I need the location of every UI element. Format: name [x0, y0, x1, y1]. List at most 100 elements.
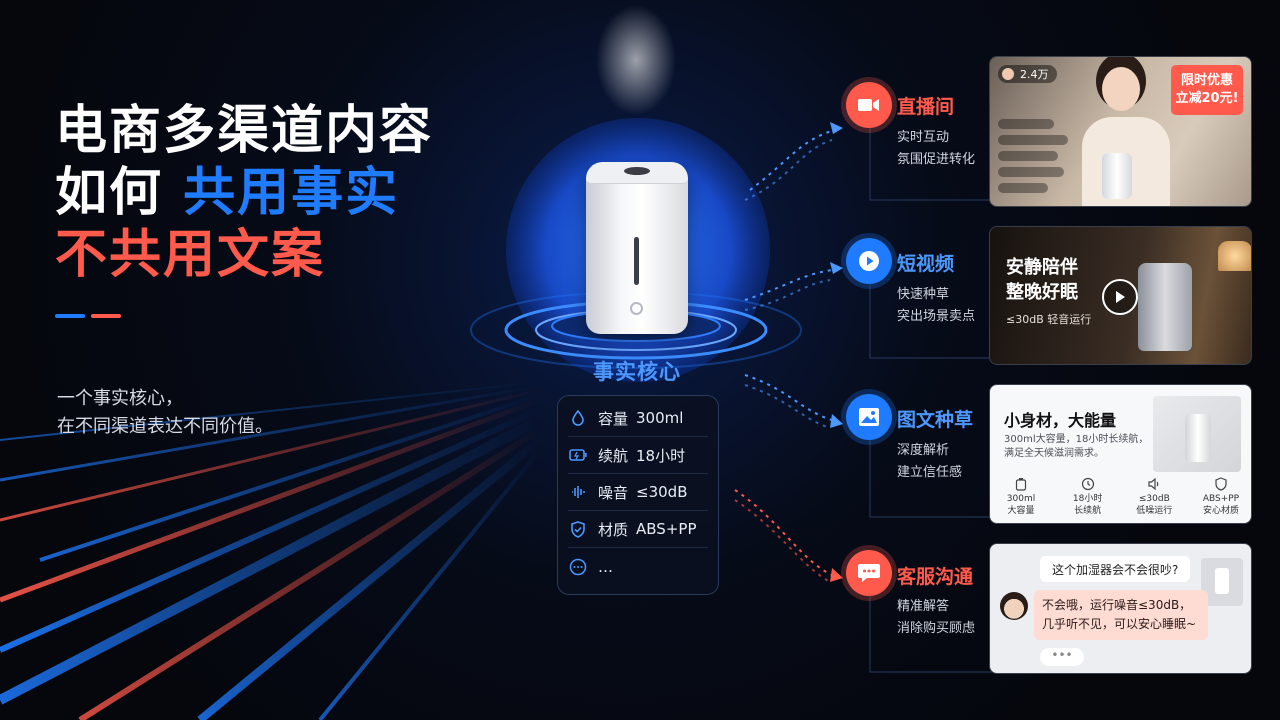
core-value: 300ml [636, 409, 684, 427]
feature-list: 300ml 大容量 18小时 长续航 ≤30dB 低噪运行 ABS+PP 安心材… [996, 477, 1246, 517]
typing-indicator: ••• [1040, 648, 1084, 666]
promo-line1: 限时优惠 [1180, 73, 1233, 88]
graphic-title: 小身材，大能量 [1004, 411, 1117, 430]
play-button[interactable] [1102, 279, 1138, 315]
mini-humidifier [1102, 153, 1132, 199]
headline-divider [55, 314, 433, 318]
water-drop-icon [568, 410, 588, 426]
agent-answer: 不会哦，运行噪音≤30dB，几乎听不见，可以安心睡眠~ [1034, 590, 1208, 640]
play-triangle-icon [1116, 291, 1125, 303]
feature-item: ABS+PP 安心材质 [1196, 477, 1246, 517]
channel-short-desc2: 突出场景卖点 [897, 309, 976, 324]
connector-arrowheads [830, 122, 843, 582]
humidifier-image [1138, 263, 1192, 351]
chat-message [998, 183, 1048, 193]
subtitle: 一个事实核心， 在不同渠道表达不同价值。 [57, 385, 273, 441]
power-button [630, 302, 643, 315]
channel-short-title: 短视频 [897, 253, 955, 275]
chat-bubble-icon [846, 550, 892, 596]
play-icon [846, 238, 892, 284]
core-key: 续航 [598, 446, 629, 465]
graphic-desc: 300ml大容量，18小时长续航， 满足全天候滋润需求。 [1004, 433, 1148, 461]
core-key: 噪音 [598, 483, 629, 502]
chat-message [998, 167, 1064, 177]
capacity-icon [996, 477, 1046, 491]
graphic-post-card: 小身材，大能量 300ml大容量，18小时长续航， 满足全天候滋润需求。 300… [989, 384, 1252, 524]
core-facts-card: 容量 300ml 续航 18小时 噪音 ≤30dB 材质 ABS+PP [557, 395, 719, 595]
channel-short-desc1: 快速种草 [897, 287, 950, 302]
channel-service-title: 客服沟通 [897, 566, 974, 588]
core-row-noise: 噪音 ≤30dB [568, 474, 708, 511]
speaker-icon [1129, 477, 1179, 491]
headline-line3: 不共用文案 [55, 225, 326, 285]
avatar [1002, 68, 1014, 80]
core-value: ABS+PP [636, 520, 697, 538]
clock-icon [1063, 477, 1113, 491]
battery-icon [568, 449, 588, 461]
viewer-count-text: 2.4万 [1020, 68, 1049, 81]
short-video-card: 安静陪伴 整晚好眠 ≤30dB 轻音运行 [989, 226, 1252, 365]
promo-badge: 限时优惠 立减20元! [1171, 65, 1243, 115]
product-photo-humidifier [1185, 414, 1211, 462]
feature-item: 300ml 大容量 [996, 477, 1046, 517]
core-label: 事实核心 [593, 360, 681, 384]
more-icon [568, 558, 588, 576]
feature-bottom: 大容量 [1007, 506, 1035, 516]
graphic-desc1: 300ml大容量，18小时长续航， [1004, 434, 1149, 445]
feature-top: 300ml [1006, 494, 1036, 504]
divider-red [91, 314, 121, 318]
product-thumbnail [1201, 558, 1243, 606]
feature-item: ≤30dB 低噪运行 [1129, 477, 1179, 517]
chat-message [998, 151, 1058, 161]
humidifier-product [586, 162, 688, 334]
channel-service-desc: 精准解答 消除购买顾虑 [897, 596, 975, 640]
short-video-title2: 整晚好眠 [1006, 282, 1078, 303]
core-row-battery: 续航 18小时 [568, 437, 708, 474]
core-value: ≤30dB [636, 483, 688, 501]
core-key: 容量 [598, 409, 629, 428]
shield-check-icon [568, 520, 588, 538]
product-photo [1153, 396, 1241, 472]
mist-outlet [624, 167, 650, 175]
shield-icon [1196, 477, 1246, 491]
video-camera-icon [846, 82, 892, 128]
promo-line2: 立减20元! [1175, 91, 1239, 106]
core-value: 18小时 [636, 446, 686, 465]
channel-brackets [869, 110, 1000, 673]
graphic-desc2: 满足全天候滋润需求。 [1004, 448, 1104, 459]
lamp [1218, 241, 1251, 271]
headline-line2-prefix: 如何 [55, 163, 164, 223]
image-icon [846, 394, 892, 440]
channel-graphic-desc: 深度解析 建立信任感 [897, 440, 962, 484]
channel-live-desc: 实时互动 氛围促进转化 [897, 127, 975, 171]
feature-bottom: 长续航 [1074, 506, 1102, 516]
sound-wave-icon [568, 484, 588, 500]
channel-live-desc1: 实时互动 [897, 130, 950, 145]
agent-avatar [1000, 592, 1028, 620]
headline: 电商多渠道内容 如何 共用事实 不共用文案 [55, 100, 433, 318]
divider-blue [55, 314, 85, 318]
connector-lines [734, 129, 836, 583]
short-video-spec: ≤30dB 轻音运行 [1006, 313, 1092, 326]
short-video-title1: 安静陪伴 [1006, 257, 1078, 278]
light-streaks [0, 381, 543, 720]
viewer-count: 2.4万 [998, 65, 1057, 83]
water-level-window [634, 237, 639, 285]
headline-line2: 如何 共用事实 [55, 162, 433, 224]
live-stream-card: 2.4万 限时优惠 立减20元! [989, 56, 1252, 207]
channel-short-desc: 快速种草 突出场景卖点 [897, 284, 975, 328]
channel-live-title: 直播间 [897, 96, 955, 118]
channel-service-desc1: 精准解答 [897, 599, 950, 614]
customer-service-card: 这个加湿器会不会很吵? 不会哦，运行噪音≤30dB，几乎听不见，可以安心睡眠~ … [989, 543, 1252, 674]
customer-question: 这个加湿器会不会很吵? [1040, 556, 1191, 582]
channel-graphic-desc2: 建立信任感 [897, 465, 963, 480]
feature-top: ABS+PP [1202, 494, 1240, 504]
short-video-title: 安静陪伴 整晚好眠 [1006, 255, 1078, 305]
feature-bottom: 安心材质 [1202, 506, 1239, 516]
core-more-value: … [598, 557, 613, 576]
headline-line1: 电商多渠道内容 [55, 101, 434, 161]
subtitle-line2: 在不同渠道表达不同价值。 [57, 416, 273, 437]
core-row-material: 材质 ABS+PP [568, 511, 708, 548]
feature-top: 18小时 [1072, 494, 1103, 504]
